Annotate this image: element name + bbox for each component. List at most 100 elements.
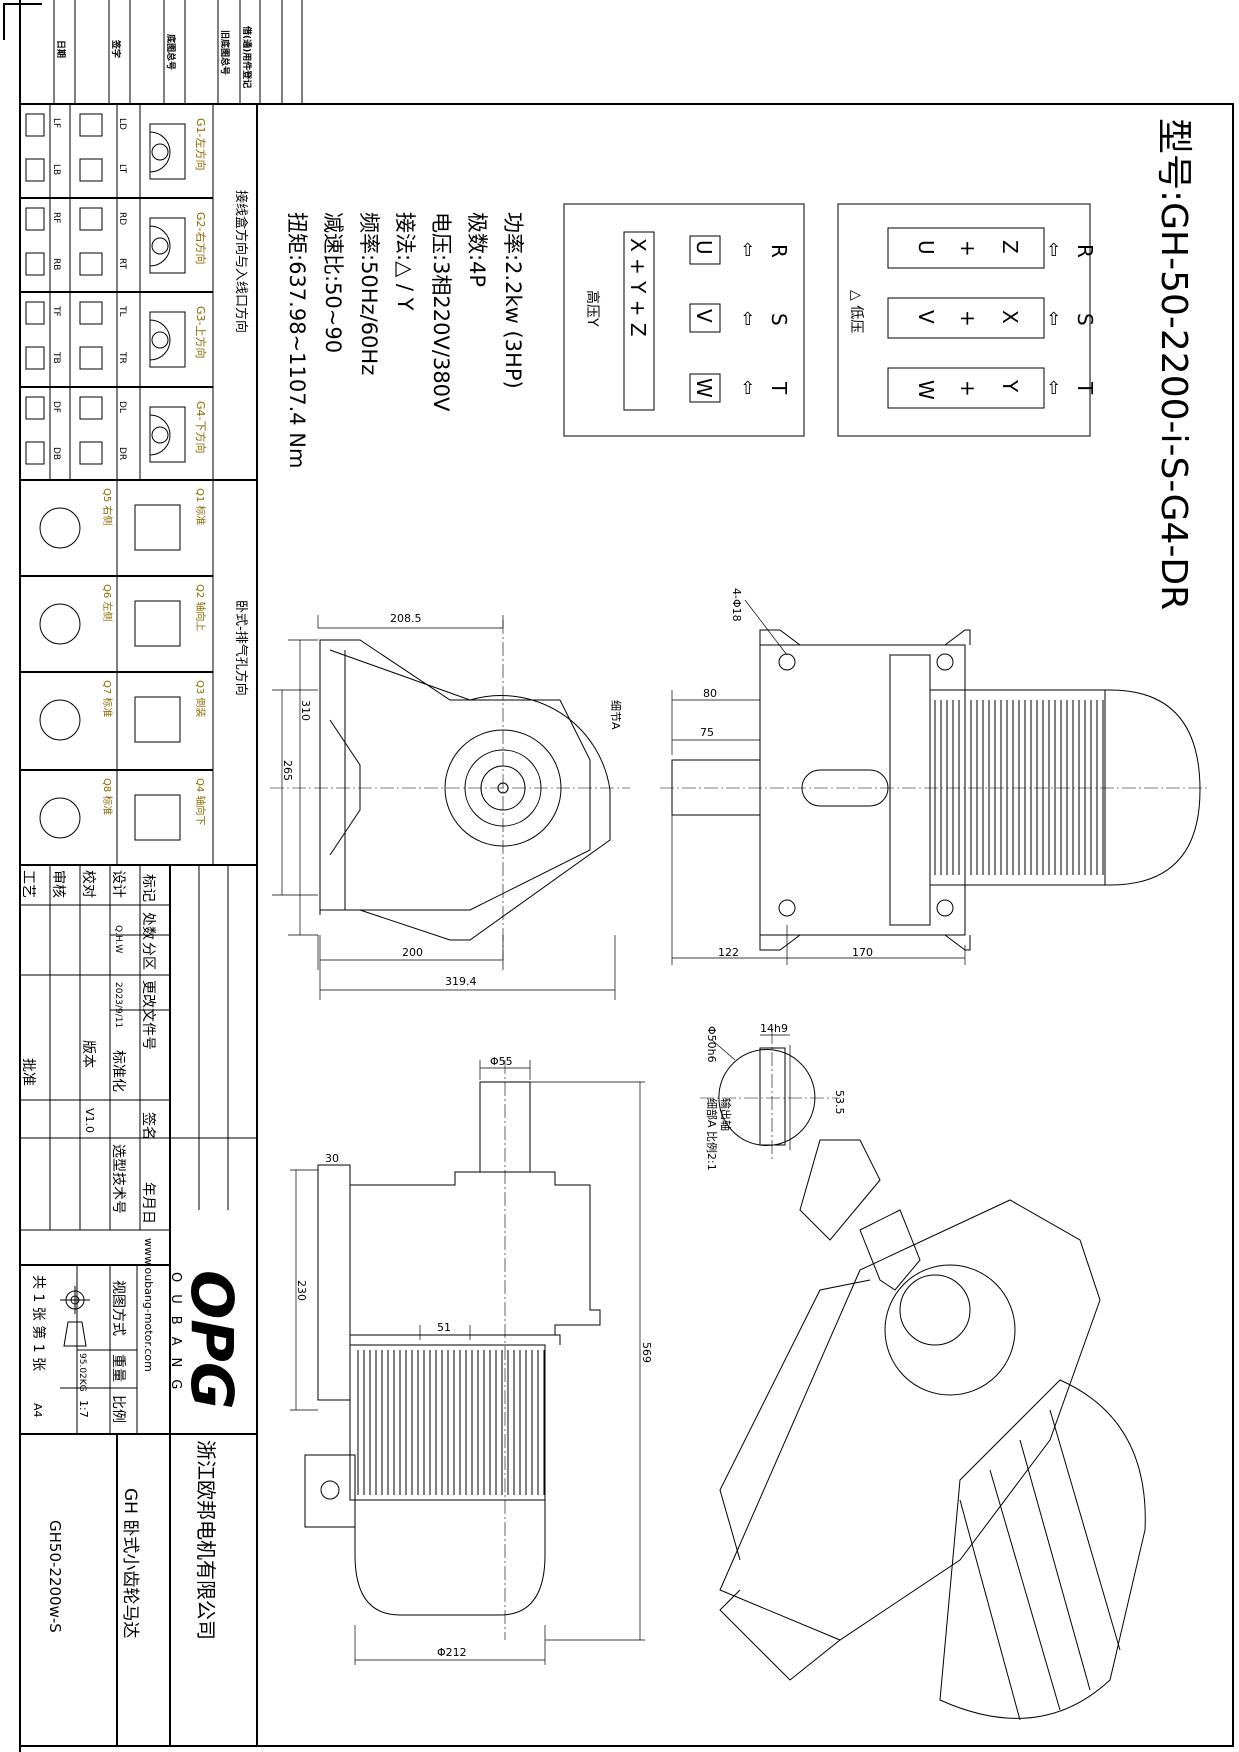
mounting-code: DB xyxy=(51,447,61,460)
vent-label-bottom: Q7 标准 xyxy=(101,680,113,717)
svg-text:⇦: ⇦ xyxy=(1043,380,1064,395)
dim-200: 200 xyxy=(402,946,423,959)
spec-power: 功率:2.2kw (3HP) xyxy=(501,212,525,389)
dim-phi212: Φ212 xyxy=(437,1646,467,1659)
side-view-drawing xyxy=(660,599,1210,965)
svg-text:⇦: ⇦ xyxy=(1043,311,1064,326)
design-date: 2023/9/11 xyxy=(113,982,123,1028)
motor-orientation-icon xyxy=(134,504,181,551)
dim-phi55: Φ55 xyxy=(490,1055,513,1068)
mounting-code: LD xyxy=(117,118,127,130)
mounting-code: TL xyxy=(117,305,127,317)
svg-text:⇦: ⇦ xyxy=(737,242,758,257)
strip-base-no: 底图总号 xyxy=(165,34,177,70)
projection-symbol xyxy=(60,1286,90,1347)
motor-orientation-icon xyxy=(39,507,81,549)
label-scale: 比例 xyxy=(110,1395,126,1423)
mounting-code: LT xyxy=(117,164,127,174)
label-tech-no: 选型技术号 xyxy=(110,1144,126,1214)
part-number: GH50-2200w-S xyxy=(46,1520,64,1633)
terminal-box-icon xyxy=(25,441,45,465)
terminal-box-icon xyxy=(25,113,45,137)
star-connection: X + Y + Z xyxy=(626,238,650,337)
detail-a-label: 细节A xyxy=(609,700,622,730)
top-registration-strip: 日期 签字 底图总号 旧底图总号 借(通)用件登记 xyxy=(53,0,303,104)
dim-51: 51 xyxy=(437,1321,451,1334)
mounting-header: 接线盒方向与入线口方向 xyxy=(233,190,249,333)
mounting-code: LB xyxy=(51,164,61,175)
dim-80: 80 xyxy=(703,687,717,700)
high-voltage-label: 高压Y xyxy=(584,290,601,327)
version: V1.0 xyxy=(83,1108,96,1133)
label-view-mode: 视图方式 xyxy=(110,1280,126,1336)
svg-text:Z: Z xyxy=(998,240,1022,254)
isometric-view-drawing xyxy=(719,1139,1146,1721)
mounting-group-label: G2-右方向 xyxy=(194,212,208,265)
svg-text:V: V xyxy=(692,309,716,323)
title-block-labels: 标记 处数 分区 更改文件号 签名 年月日 设计 Q.H.W 2023/9/11… xyxy=(20,870,246,1640)
strip-sign: 签字 xyxy=(110,39,122,58)
dim-319-4: 319.4 xyxy=(445,975,477,988)
junction-box-icon xyxy=(79,158,103,182)
terminal-box-icon xyxy=(25,396,45,420)
spec-list: 功率:2.2kw (3HP) 极数:4P 电压:3相220V/380V 接法:△… xyxy=(285,212,525,468)
dim-170: 170 xyxy=(852,946,873,959)
mounting-code: TF xyxy=(51,305,61,317)
side-view-dims: 4-Φ18 80 75 122 170 xyxy=(700,588,873,959)
vent-label-top: Q2 轴向上 xyxy=(194,584,207,631)
strip-register: 借(通)用件登记 xyxy=(241,25,253,88)
svg-text:⇦: ⇦ xyxy=(737,380,758,395)
mounting-code: TB xyxy=(51,351,61,364)
spec-torque: 扭矩:637.98~1107.4 Nm xyxy=(285,212,309,468)
paper-size: A4 xyxy=(31,1403,44,1418)
mounting-code: RB xyxy=(51,258,61,270)
label-check: 校对 xyxy=(80,870,97,898)
terminal-box-icon xyxy=(25,158,45,182)
vent-label-bottom: Q6 左侧 xyxy=(101,584,114,621)
motor-orientation-icon xyxy=(39,797,81,839)
vent-label-bottom: Q8 标准 xyxy=(101,778,113,815)
junction-box-icon xyxy=(79,301,103,325)
dim-4-phi18: 4-Φ18 xyxy=(730,588,743,622)
weight: 95.02KG xyxy=(77,1353,87,1392)
brand-name: OUBANG xyxy=(168,1272,183,1401)
label-review: 审核 xyxy=(50,870,66,898)
svg-text:V: V xyxy=(914,310,938,324)
label-version: 版本 xyxy=(80,1040,96,1068)
title-block xyxy=(19,864,258,1747)
motor-orientation-icon xyxy=(39,699,81,741)
svg-text:Y: Y xyxy=(998,379,1022,393)
mounting-code: DF xyxy=(51,401,61,413)
svg-text:+: + xyxy=(956,310,980,327)
svg-text:R: R xyxy=(767,244,791,258)
dim-208-5: 208.5 xyxy=(390,612,422,625)
company-name: 浙江欧邦电机有限公司 xyxy=(194,1440,218,1640)
terminal-box-icon xyxy=(25,346,45,370)
svg-text:S: S xyxy=(1073,313,1097,326)
shaft-icon xyxy=(151,426,169,444)
motor-orientation-icon xyxy=(39,603,81,645)
label-standard: 标准化 xyxy=(110,1050,126,1092)
label-design: 设计 xyxy=(110,870,126,898)
label-approve: 批准 xyxy=(20,1058,36,1086)
svg-text:W: W xyxy=(914,380,938,400)
vent-label-bottom: Q5 右侧 xyxy=(101,488,114,525)
dim-230: 230 xyxy=(295,1280,308,1301)
gearbox-orientation-icon xyxy=(149,123,186,180)
shaft-detail-dims: 14h9 Φ50h6 53.5 输出轴 细部A 比例2:1 xyxy=(705,1022,846,1171)
dim-75: 75 xyxy=(700,726,714,739)
label-date: 年月日 xyxy=(140,1182,156,1224)
shaft-icon xyxy=(151,143,169,161)
svg-text:S: S xyxy=(767,313,791,326)
front-view-dims: 208.5 310 265 200 319.4 细节A xyxy=(281,612,622,988)
mounting-group-label: G3-上方向 xyxy=(194,306,208,359)
strip-old-base-no: 旧底图总号 xyxy=(219,30,231,75)
spec-voltage: 电压:3相220V/380V xyxy=(429,212,453,412)
junction-box-icon xyxy=(79,252,103,276)
junction-box-icon xyxy=(79,207,103,231)
